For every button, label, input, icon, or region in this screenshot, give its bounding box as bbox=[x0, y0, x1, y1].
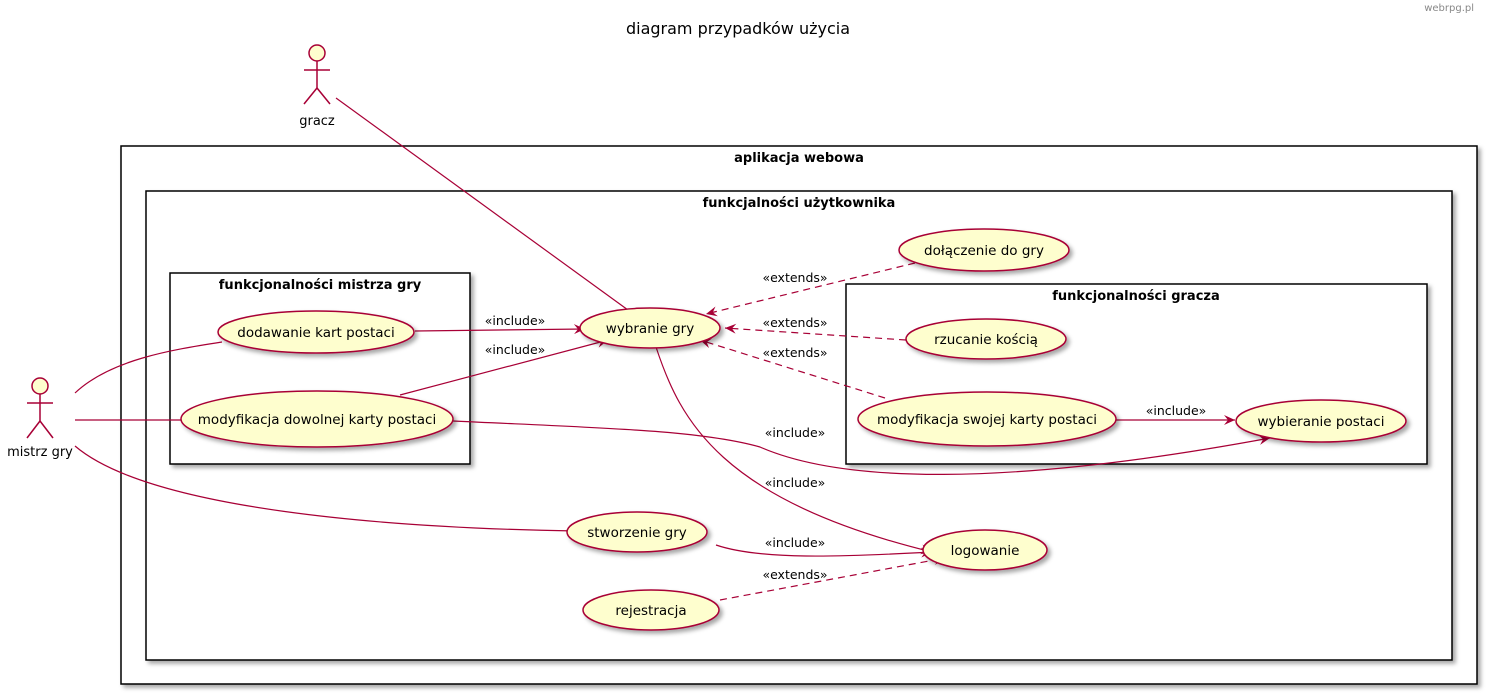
relation-label: «include» bbox=[765, 535, 826, 550]
include-modyfikacja-dowolnej-wybranie bbox=[399, 337, 609, 396]
usecase-label: wybieranie postaci bbox=[1258, 414, 1385, 430]
relation-label: «include» bbox=[765, 475, 826, 490]
package-title: funkcjalności użytkownika bbox=[703, 196, 896, 211]
actor-label: mistrz gry bbox=[7, 445, 73, 460]
package-title: funkcjonalności mistrza gry bbox=[219, 278, 422, 293]
extends-rzucanie-wybranie bbox=[724, 323, 907, 341]
package-title: funkcjonalności gracza bbox=[1052, 289, 1220, 304]
usecase-label: rejestracja bbox=[615, 603, 686, 619]
relation-label: «extends» bbox=[762, 315, 827, 330]
relation-label: «include» bbox=[1146, 403, 1207, 418]
actor-icon bbox=[26, 377, 54, 439]
usecase-stworzenie-gry[interactable]: stworzenie gry bbox=[566, 511, 708, 553]
relation-label: «include» bbox=[765, 425, 826, 440]
usecase-label: dołączenie do gry bbox=[924, 243, 1044, 259]
package-title: aplikacja webowa bbox=[734, 151, 864, 166]
usecase-wybranie-gry[interactable]: wybranie gry bbox=[579, 307, 721, 349]
association-mistrz-dodawanie bbox=[74, 341, 223, 394]
relation-label: «extends» bbox=[762, 567, 827, 582]
usecase-logowanie[interactable]: logowanie bbox=[922, 529, 1048, 571]
usecase-dodawanie-kart-postaci[interactable]: dodawanie kart postaci bbox=[217, 310, 415, 354]
include-wybranie-logowanie bbox=[655, 346, 933, 555]
usecase-label: logowanie bbox=[951, 543, 1020, 559]
usecase-dolaczenie-do-gry[interactable]: dołączenie do gry bbox=[898, 228, 1070, 272]
usecase-label: stworzenie gry bbox=[587, 525, 687, 541]
usecase-modyfikacja-dowolnej-karty-postaci[interactable]: modyfikacja dowolnej karty postaci bbox=[180, 390, 454, 448]
extends-rejestracja-logowanie bbox=[719, 555, 946, 601]
include-modyfikacja-dowolnej-wybieranie bbox=[452, 420, 1271, 475]
association-gracz-wybranie-gry bbox=[335, 97, 629, 311]
usecase-modyfikacja-swojej-karty-postaci[interactable]: modyfikacja swojej karty postaci bbox=[857, 391, 1117, 447]
include-dodawanie-wybranie bbox=[414, 324, 586, 335]
diagram-title: diagram przypadków użycia bbox=[626, 19, 850, 38]
usecase-label: wybranie gry bbox=[606, 321, 694, 337]
relation-label: «extends» bbox=[762, 345, 827, 360]
usecase-label: dodawanie kart postaci bbox=[237, 325, 394, 341]
relation-label: «extends» bbox=[762, 270, 827, 285]
usecase-label: rzucanie kością bbox=[934, 332, 1038, 348]
watermark: webrpg.pl bbox=[1424, 3, 1474, 14]
actor-label: gracz bbox=[299, 114, 335, 129]
usecase-rejestracja[interactable]: rejestracja bbox=[582, 589, 720, 631]
actor-gracz[interactable]: gracz bbox=[299, 44, 335, 129]
relation-label: «include» bbox=[485, 313, 546, 328]
extends-modyfikacja-swojej-wybranie bbox=[699, 338, 886, 399]
usecase-label: modyfikacja dowolnej karty postaci bbox=[198, 412, 436, 428]
relation-label: «include» bbox=[485, 342, 546, 357]
usecase-wybieranie-postaci[interactable]: wybieranie postaci bbox=[1235, 399, 1407, 443]
actor-icon bbox=[303, 44, 331, 105]
usecase-rzucanie-koscia[interactable]: rzucanie kością bbox=[905, 318, 1067, 360]
actor-mistrz-gry[interactable]: mistrz gry bbox=[7, 377, 73, 460]
include-stworzenie-logowanie bbox=[715, 544, 933, 558]
usecase-label: modyfikacja swojej karty postaci bbox=[877, 412, 1097, 428]
association-mistrz-stworzenie bbox=[74, 445, 577, 532]
